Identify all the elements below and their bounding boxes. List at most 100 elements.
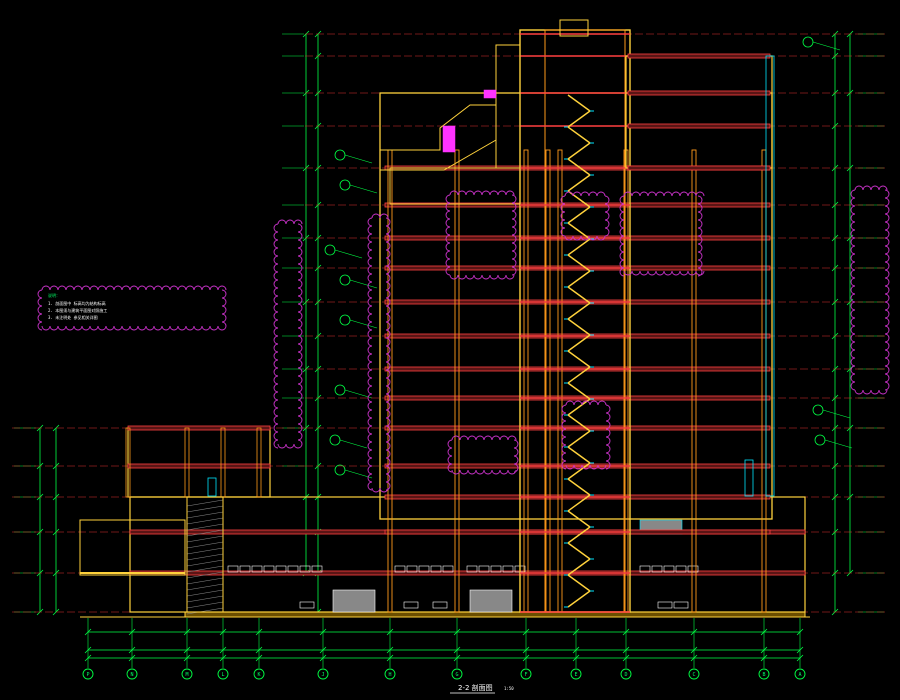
parking-car	[263, 565, 275, 573]
note-line-3: 3. 未注明处 参见相关详图	[48, 314, 98, 320]
leader-line	[344, 469, 373, 479]
stair-flight	[567, 350, 591, 368]
roof-stair-head	[559, 19, 589, 37]
parking-car	[651, 565, 663, 573]
note-line-1: 1. 剖面图中 标高均为结构标高	[48, 300, 106, 306]
revision-clouds	[37, 185, 890, 493]
axis-bubble	[570, 668, 582, 680]
axis-label: G	[455, 672, 458, 678]
axis-bubble	[126, 668, 138, 680]
revision-cloud	[561, 400, 611, 470]
hatch	[186, 607, 224, 615]
parking-car	[432, 601, 448, 609]
stair-flight	[567, 94, 591, 112]
stair-flight	[567, 574, 591, 592]
tower-column	[454, 149, 460, 613]
axis-label: M	[185, 672, 188, 678]
leader-line	[824, 439, 853, 449]
leader-line	[339, 439, 368, 449]
leader-line	[812, 41, 841, 51]
axis-bubble	[451, 668, 463, 680]
axis-label: E	[574, 672, 577, 678]
hatch	[186, 583, 224, 591]
axis-label: C	[692, 672, 695, 678]
parking-car	[442, 565, 454, 573]
stair-flight	[567, 302, 591, 320]
axis-label: L	[221, 672, 224, 678]
concrete-block	[332, 589, 376, 613]
leader-line	[334, 249, 363, 259]
parking-car	[251, 565, 263, 573]
hatch	[186, 553, 224, 561]
podium-upper-slab	[127, 463, 271, 469]
stair-flight	[567, 142, 591, 160]
leader-line	[344, 154, 373, 164]
drawing-title: 2-2 剖面图	[458, 683, 493, 692]
parking-car	[657, 601, 673, 609]
stair-flight	[567, 398, 591, 416]
stair-flight	[567, 126, 591, 144]
door-symbol	[207, 477, 217, 497]
roof-equipment	[442, 125, 456, 153]
parking-car	[430, 565, 442, 573]
stair-flight	[567, 366, 591, 384]
building-structure	[79, 19, 810, 618]
parking-car	[675, 565, 687, 573]
hatch	[186, 577, 224, 585]
upper-slab	[627, 123, 771, 129]
axis-bubble	[82, 668, 94, 680]
drawing-scale: 1:50	[504, 686, 514, 691]
axis-bubble	[620, 668, 632, 680]
axis-bubble	[758, 668, 770, 680]
hatch	[186, 565, 224, 573]
note-block: 说明： 1. 剖面图中 标高均为结构标高 2. 本图须与建筑平面图对照施工 3.…	[48, 292, 107, 320]
concrete-block	[469, 589, 513, 613]
axis-bubble	[384, 668, 396, 680]
parking-car	[299, 601, 315, 609]
stair-flight	[567, 158, 591, 176]
hatch	[186, 529, 224, 537]
axis-bubble	[688, 668, 700, 680]
upper-slab	[627, 53, 771, 59]
stair-flight	[567, 414, 591, 432]
stair-flight	[567, 510, 591, 528]
axis-bubble	[520, 668, 532, 680]
revision-cloud	[445, 190, 517, 280]
stair-flight	[567, 462, 591, 480]
revision-cloud	[619, 191, 705, 277]
upper-block-left	[389, 167, 521, 205]
podium-upper-slab	[127, 425, 271, 431]
stair-flight	[567, 190, 591, 208]
leader-line	[822, 409, 851, 419]
axis-label: J	[321, 672, 324, 678]
parking-car	[418, 565, 430, 573]
stair-flight	[567, 526, 591, 544]
parking-car	[406, 565, 418, 573]
roof-terrace	[379, 104, 497, 171]
stair-flight	[567, 558, 591, 576]
hatch	[186, 511, 224, 519]
stair-flight	[567, 286, 591, 304]
axis-bubble	[794, 668, 806, 680]
axis-bubble	[181, 668, 193, 680]
parking-car	[311, 565, 323, 573]
axis-label: B	[762, 672, 765, 678]
stair-flight	[567, 110, 591, 128]
hatch	[186, 535, 224, 543]
stair-flight	[567, 334, 591, 352]
hatch	[186, 505, 224, 513]
stair-flight	[567, 542, 591, 560]
parking-car	[394, 565, 406, 573]
leader-line	[344, 389, 373, 399]
parking-car	[673, 601, 689, 609]
hatch	[186, 559, 224, 567]
hatch	[186, 547, 224, 555]
ground-slab	[184, 611, 806, 618]
stair-flight	[567, 254, 591, 272]
roof-equipment	[483, 89, 497, 99]
axis-label: H	[388, 672, 391, 678]
hatch	[186, 595, 224, 603]
tower-column	[691, 149, 697, 613]
revision-cloud	[850, 185, 890, 395]
revision-cloud	[37, 285, 227, 331]
